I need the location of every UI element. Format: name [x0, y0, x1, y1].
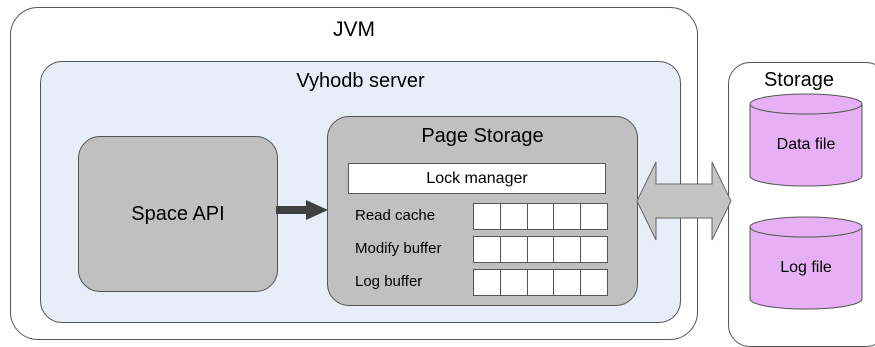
buffer-slot — [474, 270, 501, 295]
buffer-slot — [581, 237, 607, 262]
buffer-slot — [554, 237, 582, 262]
buffer-slot — [581, 270, 607, 295]
buffer-slot — [500, 270, 528, 295]
buffer-slot — [554, 204, 582, 229]
buffer-slot — [581, 204, 607, 229]
server-title: Vyhodb server — [296, 70, 425, 92]
buffer-slot — [527, 270, 555, 295]
data-file-label: Data file — [776, 136, 836, 153]
data-file-cylinder-icon — [749, 93, 863, 187]
storage-title: Storage — [763, 69, 835, 91]
modify-buffer-label: Modify buffer — [355, 240, 442, 257]
modify-buffer-slots — [473, 236, 608, 263]
jvm-title: JVM — [333, 18, 375, 41]
buffer-slot — [527, 237, 555, 262]
buffer-slot — [474, 204, 501, 229]
log-file-cylinder-icon — [749, 216, 863, 310]
log-buffer-slots — [473, 269, 608, 296]
buffer-slot — [500, 237, 528, 262]
log-buffer-label: Log buffer — [355, 273, 423, 290]
lock-manager-label: Lock manager — [426, 169, 528, 187]
buffer-slot — [554, 270, 582, 295]
buffer-slot — [474, 237, 501, 262]
buffer-slot — [527, 204, 555, 229]
log-file-label: Log file — [780, 259, 832, 276]
page-storage-title: Page Storage — [421, 125, 544, 147]
double-arrow — [636, 161, 732, 241]
buffer-slot — [500, 204, 528, 229]
lock-manager-box: Lock manager — [348, 163, 606, 194]
space-to-storage-arrow — [276, 200, 328, 220]
space-api-box: Space API — [78, 136, 278, 292]
read-cache-slots — [473, 203, 608, 230]
read-cache-label: Read cache — [355, 207, 436, 224]
space-api-label: Space API — [131, 202, 225, 225]
